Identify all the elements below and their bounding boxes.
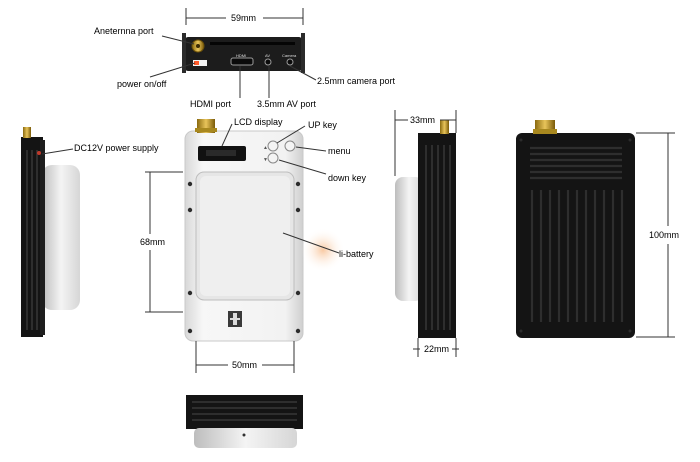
dim-59mm-label: 59mm <box>231 13 257 23</box>
dimension-100mm <box>636 132 675 338</box>
av-port-label: 3.5mm AV port <box>257 99 316 109</box>
camera-callout <box>289 65 317 81</box>
panel-camera-text: Camera <box>282 53 297 58</box>
battery-callout <box>282 232 340 254</box>
bottom-view <box>186 395 303 448</box>
svg-text:▼: ▼ <box>263 157 268 163</box>
antenna-callout <box>161 35 195 45</box>
back-view <box>516 120 635 338</box>
power-onoff-label: power on/off <box>117 79 167 89</box>
upkey-callout <box>276 125 306 144</box>
dimension-50mm <box>195 341 295 373</box>
lcd-callout <box>221 123 233 147</box>
av-port-icon <box>264 58 272 66</box>
up-key-button[interactable] <box>267 140 279 152</box>
dim-68mm-label: 68mm <box>140 237 166 247</box>
power-callout <box>149 62 196 78</box>
dimension-59mm <box>185 8 304 25</box>
front-view: ▲ ▼ <box>184 119 345 342</box>
up-key-label: UP key <box>308 120 337 130</box>
hdmi-port-label: HDMI port <box>190 99 232 109</box>
li-battery-label: li-battery <box>339 249 374 259</box>
dc12v-label: DC12V power supply <box>74 143 159 153</box>
panel-hdmi-text: HDMI <box>236 53 247 58</box>
menu-callout <box>295 146 327 152</box>
dimension-22mm <box>413 338 459 357</box>
down-key-label: down key <box>328 173 367 183</box>
screw-icons <box>187 181 301 334</box>
dc12v-callout <box>41 148 74 155</box>
dim-50mm-label: 50mm <box>232 360 258 370</box>
right-side-view <box>395 120 456 338</box>
down-key-button[interactable] <box>267 152 279 164</box>
power-switch-icon <box>193 60 207 66</box>
dim-22mm-label: 22mm <box>424 344 450 354</box>
dim-100mm-label: 100mm <box>649 230 680 240</box>
dimension-33mm <box>394 110 457 176</box>
dimension-68mm <box>145 171 183 313</box>
dim-33mm-label: 33mm <box>410 115 436 125</box>
top-view <box>182 33 305 73</box>
antenna-port-label: Aneternna port <box>94 26 154 36</box>
downkey-callout <box>278 159 327 175</box>
menu-label: menu <box>328 146 351 156</box>
hdmi-port-icon <box>230 57 254 66</box>
lcd-display-label: LCD display <box>234 117 283 127</box>
panel-av-text: AV <box>265 53 271 58</box>
menu-key-button[interactable] <box>284 140 296 152</box>
svg-text:▲: ▲ <box>263 145 268 151</box>
left-side-view <box>21 127 80 337</box>
camera-port-icon <box>286 58 294 66</box>
camera-port-label: 2.5mm camera port <box>317 76 396 86</box>
